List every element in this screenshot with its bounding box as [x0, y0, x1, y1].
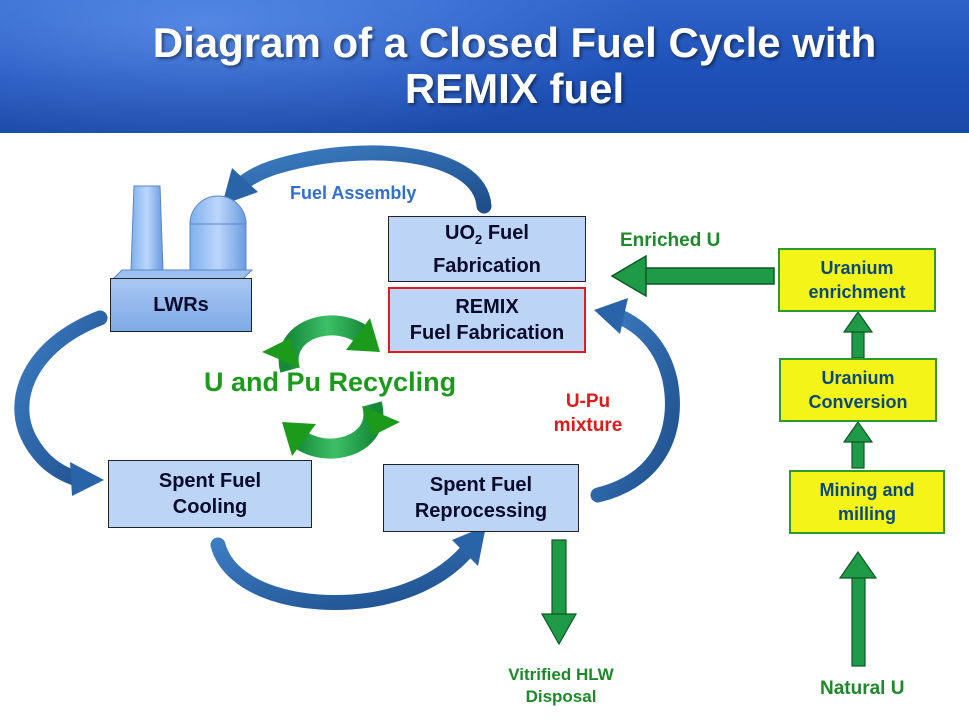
cooling-line-1: Spent Fuel: [158, 470, 262, 492]
banner-sheen: [0, 0, 660, 133]
reprocessing-line-1: Spent Fuel: [429, 474, 533, 496]
upu-line-2: mixture: [553, 415, 623, 436]
lwrs-label: LWRs: [153, 294, 209, 316]
enriched-u-label: Enriched U: [620, 230, 721, 251]
reprocessing-to-remix-arrow: [590, 298, 680, 503]
mining-milling-node: Mining and milling: [789, 470, 945, 534]
upu-mixture-label: U-Pu mixture: [545, 390, 631, 438]
uo2-fuel-text: Fuel: [482, 221, 529, 244]
vitrified-line-1: Vitrified HLW: [508, 665, 614, 684]
fuel-assembly-label: Fuel Assembly: [290, 183, 417, 203]
cooling-to-reprocessing-arrow: [210, 526, 486, 610]
enrichment-line-1: Uranium: [820, 258, 894, 278]
title-line-1: Diagram of a Closed Fuel Cycle with: [152, 19, 877, 66]
recycling-label: U and Pu Recycling: [204, 367, 457, 397]
lwrs-node: LWRs: [110, 278, 252, 332]
uo2-line-1: UO2 Fuel: [445, 220, 529, 253]
uo2-line-2: Fabrication: [433, 254, 541, 277]
spent-fuel-cooling-node: Spent Fuel Cooling: [108, 460, 312, 528]
remix-fuel-fabrication-node: REMIX Fuel Fabrication: [388, 287, 586, 353]
conversion-to-enrichment-arrow: [842, 310, 874, 359]
enrichment-to-uo2-arrow: [610, 254, 775, 298]
title-banner: Diagram of a Closed Fuel Cycle with REMI…: [0, 0, 969, 133]
page-title: Diagram of a Closed Fuel Cycle with REMI…: [0, 20, 969, 112]
recycle-arrows-icon: [262, 315, 400, 459]
title-line-2: REMIX fuel: [404, 65, 625, 112]
fuel-assembly-arrow: [222, 145, 492, 214]
reprocessing-line-2: Reprocessing: [414, 500, 548, 522]
uo2-text: UO: [445, 221, 476, 244]
vitrified-line-2: Disposal: [525, 687, 597, 706]
mining-line-2: milling: [838, 504, 896, 524]
remix-line-2: Fuel Fabrication: [409, 322, 565, 344]
conversion-line-1: Uranium: [821, 368, 895, 388]
power-plant-icon: [110, 185, 254, 281]
cooling-line-2: Cooling: [172, 496, 248, 518]
uranium-enrichment-node: Uranium enrichment: [778, 248, 936, 312]
lwrs-to-cooling-arrow: [14, 310, 108, 496]
uo2-fuel-fabrication-node: UO2 Fuel Fabrication: [388, 216, 586, 282]
uranium-conversion-node: Uranium Conversion: [779, 358, 937, 422]
enrichment-line-2: enrichment: [808, 282, 906, 302]
natural-u-to-mining-arrow: [838, 550, 878, 667]
natural-u-label: Natural U: [820, 678, 905, 699]
uo2-subscript: 2: [475, 231, 483, 247]
upu-line-1: U-Pu: [565, 391, 611, 412]
spent-fuel-reprocessing-node: Spent Fuel Reprocessing: [383, 464, 579, 532]
remix-line-1: REMIX: [455, 296, 519, 318]
mining-to-conversion-arrow: [842, 420, 874, 469]
vitrified-hlw-label: Vitrified HLW Disposal: [492, 664, 630, 708]
mining-line-1: Mining and: [819, 480, 915, 500]
conversion-line-2: Conversion: [808, 392, 908, 412]
reprocessing-to-disposal-arrow: [540, 539, 578, 646]
